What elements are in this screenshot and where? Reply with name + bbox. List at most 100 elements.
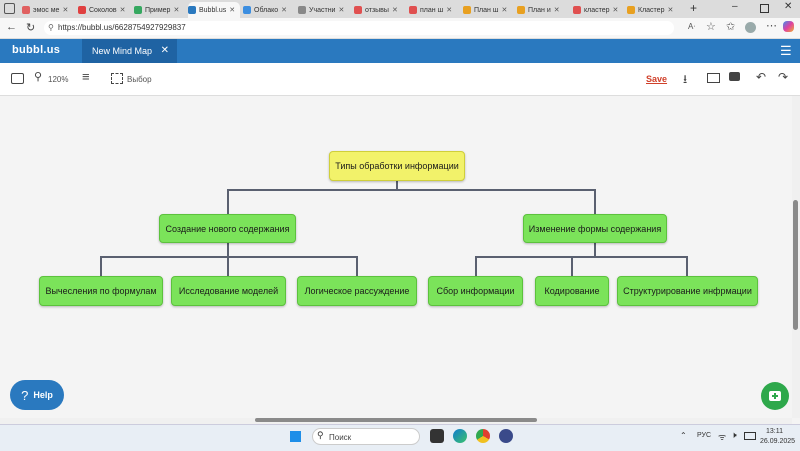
download-icon[interactable]: ⭳ <box>683 72 688 86</box>
browser-tab[interactable]: кластер✕ <box>573 2 625 18</box>
refresh-icon[interactable]: ↻ <box>26 22 36 34</box>
tab-favicon-icon <box>409 6 417 14</box>
leaf-node[interactable]: Кодирование <box>535 276 609 306</box>
tab-close-icon[interactable]: ✕ <box>446 7 453 14</box>
copilot-icon[interactable] <box>783 21 794 32</box>
menu-dots-icon[interactable]: ⋯ <box>766 20 777 32</box>
browser-tab[interactable]: Кластер✕ <box>627 2 679 18</box>
app-logo[interactable]: bubbl.us <box>12 44 61 56</box>
clock-date[interactable]: 26.09.2025 <box>760 438 796 445</box>
leaf-node[interactable]: Вычесления по формулам <box>39 276 163 306</box>
tab-favicon-icon <box>78 6 86 14</box>
tab-favicon-icon <box>243 6 251 14</box>
connector-root-left <box>227 180 398 214</box>
url-field[interactable]: https://bubbl.us/6628754927929837 <box>44 21 674 35</box>
battery-icon[interactable] <box>744 432 756 440</box>
tab-close-icon[interactable]: ✕ <box>553 7 560 14</box>
clock-time[interactable]: 13:11 <box>766 428 783 435</box>
browser-tab[interactable]: План и✕ <box>517 2 569 18</box>
browser-tab[interactable]: Пример✕ <box>134 2 186 18</box>
profile-avatar[interactable] <box>745 22 756 33</box>
close-tab-icon[interactable]: ✕ <box>160 45 169 56</box>
volume-icon[interactable]: 🕨 <box>731 430 737 440</box>
wifi-icon[interactable]: ᯤ <box>718 432 727 442</box>
tab-close-icon[interactable]: ✕ <box>501 7 508 14</box>
browser-tab[interactable]: Облако✕ <box>243 2 295 18</box>
tab-actions-icon[interactable] <box>4 3 15 14</box>
tab-close-icon[interactable]: ✕ <box>62 7 69 14</box>
tab-label: Участни <box>309 6 336 14</box>
undo-icon[interactable]: ↶ <box>756 70 767 84</box>
select-label[interactable]: Выбор <box>127 75 152 84</box>
tab-close-icon[interactable]: ✕ <box>119 7 126 14</box>
tab-close-icon[interactable]: ✕ <box>281 7 288 14</box>
leaf-node[interactable]: Исследование моделей <box>171 276 286 306</box>
tab-label: План ш <box>474 6 499 14</box>
browser-tab[interactable]: план ш✕ <box>409 2 461 18</box>
browser-tab[interactable]: План ш✕ <box>463 2 515 18</box>
tab-close-icon[interactable]: ✕ <box>612 7 619 14</box>
tab-label: Облако <box>254 6 279 14</box>
site-info-icon[interactable]: ⚲ <box>48 23 54 32</box>
hamburger-menu-icon[interactable]: ☰ <box>780 43 792 58</box>
redo-icon[interactable]: ↷ <box>778 70 789 84</box>
tab-close-icon[interactable]: ✕ <box>229 7 236 14</box>
favorite-star-icon[interactable]: ☆ <box>706 21 716 33</box>
yandex-icon[interactable] <box>499 429 513 443</box>
tab-close-icon[interactable]: ✕ <box>391 7 398 14</box>
language-indicator[interactable]: РУС <box>697 432 712 439</box>
help-button[interactable]: ? Help <box>10 380 64 410</box>
read-aloud-icon[interactable]: Aᐧ <box>688 22 696 31</box>
select-icon[interactable] <box>111 73 123 84</box>
tab-close-icon[interactable]: ✕ <box>338 7 345 14</box>
chrome-icon[interactable] <box>476 429 490 443</box>
browser-tab[interactable]: Bubbl.us✕ <box>188 2 240 18</box>
print-icon[interactable] <box>729 72 740 81</box>
add-node-button[interactable] <box>761 382 789 410</box>
browser-tab[interactable]: Соколов✕ <box>78 2 130 18</box>
browser-tab[interactable]: Участни✕ <box>298 2 350 18</box>
vertical-scroll-thumb[interactable] <box>793 200 798 330</box>
help-label: Help <box>33 390 53 400</box>
task-view-icon[interactable] <box>430 429 444 443</box>
editor-toolbar: ⚲ 120% ≡ Выбор Save ⭳ ↶ ↷ <box>0 63 800 96</box>
connector-left-1 <box>100 243 229 276</box>
back-icon[interactable]: ← <box>6 21 17 33</box>
document-tab[interactable]: New Mind Map ✕ <box>82 39 177 63</box>
tab-favicon-icon <box>134 6 142 14</box>
zoom-icon[interactable]: ⚲ <box>34 71 43 83</box>
tab-label: Соколов <box>89 6 117 14</box>
save-button[interactable]: Save <box>646 74 668 84</box>
tab-favicon-icon <box>517 6 525 14</box>
new-tab-icon[interactable]: + <box>690 1 698 15</box>
tab-close-icon[interactable]: ✕ <box>667 7 674 14</box>
connector-left-3 <box>228 256 358 276</box>
zoom-level[interactable]: 120% <box>48 75 69 84</box>
connector-root-right <box>397 189 596 214</box>
tab-label: План и <box>528 6 551 14</box>
edge-icon[interactable] <box>453 429 467 443</box>
tab-label: Кластер <box>638 6 665 14</box>
tab-label: Bubbl.us <box>199 6 227 14</box>
leaf-node[interactable]: Сбор информации <box>428 276 523 306</box>
minimize-icon[interactable]: – <box>732 1 738 12</box>
branch-node-right[interactable]: Изменение формы содержания <box>523 214 667 243</box>
browser-tab[interactable]: отзывы✕ <box>354 2 406 18</box>
fit-screen-icon[interactable] <box>11 73 24 84</box>
start-icon[interactable] <box>290 431 301 442</box>
taskbar-search-input[interactable]: Поиск <box>312 428 420 445</box>
favorites-icon[interactable]: ✩ <box>726 21 736 33</box>
tab-close-icon[interactable]: ✕ <box>173 7 180 14</box>
horizontal-scroll-thumb[interactable] <box>255 418 537 422</box>
tray-chevron-icon[interactable]: ⌃ <box>680 431 687 440</box>
connector-right-2 <box>571 256 595 276</box>
present-icon[interactable] <box>707 73 720 83</box>
maximize-icon[interactable] <box>760 4 769 13</box>
root-node[interactable]: Типы обработки информации <box>329 151 465 181</box>
leaf-node[interactable]: Логическое рассуждение <box>297 276 417 306</box>
close-window-icon[interactable]: ✕ <box>784 1 793 12</box>
browser-tab[interactable]: эмос ме✕ <box>22 2 74 18</box>
outline-menu-icon[interactable]: ≡ <box>82 69 90 84</box>
branch-node-left[interactable]: Создание нового содержания <box>159 214 296 243</box>
leaf-node[interactable]: Структурирование инфрмации <box>617 276 758 306</box>
